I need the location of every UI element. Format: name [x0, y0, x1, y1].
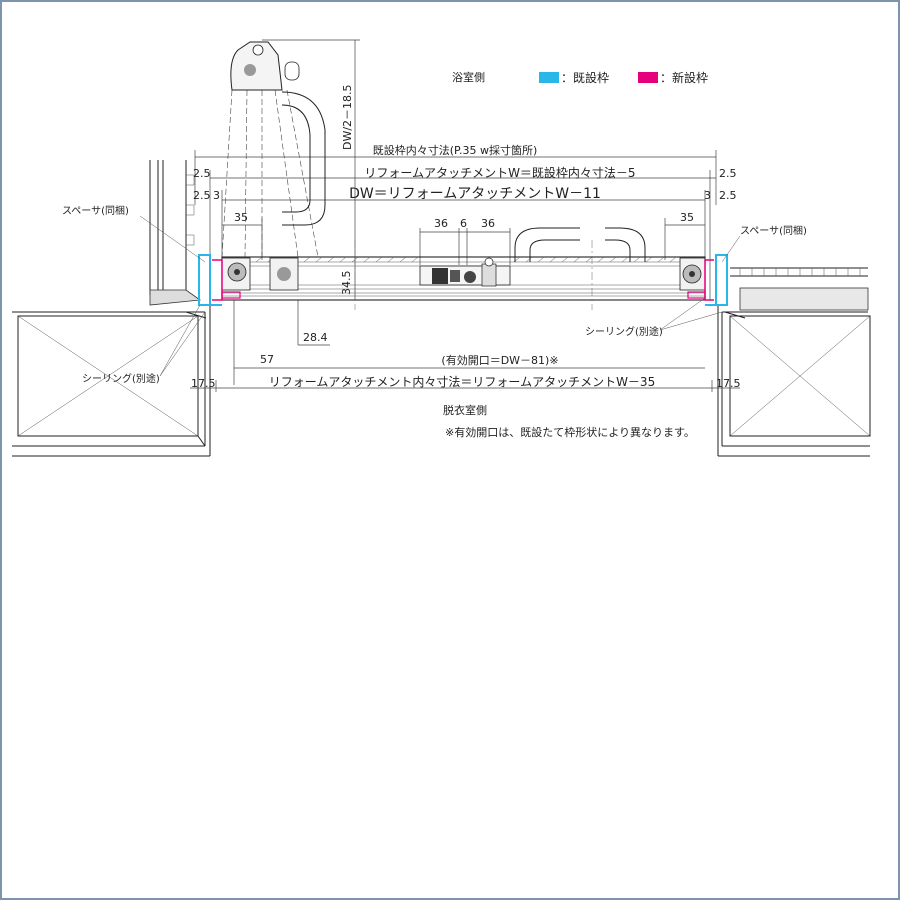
dim-existing-inner: 既設枠内々寸法(P.35 w採寸箇所) — [194, 143, 717, 205]
dim-34-5-text: 34.5 — [340, 271, 353, 296]
dim-35-right-text: 35 — [680, 211, 694, 224]
dim-2-5-right-top: 2.5 — [719, 167, 737, 180]
center-lock — [419, 257, 511, 287]
right-wall — [717, 267, 871, 457]
handle-right — [514, 227, 646, 262]
dim-effective-opening: 57 (有効開口＝DW－81)※ — [233, 300, 705, 385]
dim-36-6-36: 36 6 36 — [419, 217, 511, 265]
left-hinge — [221, 257, 299, 291]
dim-17-5-right: 17.5 — [716, 377, 741, 390]
spacer-right-label: スペーサ(同梱) — [740, 224, 807, 237]
left-new-frame — [212, 259, 241, 301]
spacer-left-label: スペーサ(同梱) — [62, 204, 129, 217]
dim-3-left: 3 — [213, 189, 220, 202]
sealing-left-label: シーリング(別途) — [82, 372, 160, 385]
dim-reform-w: リフォームアタッチメントW＝既設枠内々寸法－5 2.5 2.5 — [193, 165, 737, 300]
left-existing-frame — [198, 254, 222, 306]
left-wall — [12, 160, 205, 313]
dim-3-right: 3 — [704, 189, 711, 202]
dim-28-4-text: 28.4 — [303, 331, 328, 344]
new-frame-swatch — [638, 72, 658, 83]
dim-35-right: 35 — [664, 211, 705, 260]
dressing-side-label: 脱衣室側 — [443, 403, 487, 417]
dim-2-5-left-top: 2.5 — [193, 167, 211, 180]
sealing-right-label: シーリング(別途) — [585, 325, 663, 338]
dim-6: 6 — [460, 217, 467, 230]
screws — [185, 311, 746, 319]
dw-half-label: DW/2－18.5 — [341, 84, 354, 150]
left-lower-wall — [12, 305, 211, 457]
dim-28-4: 28.4 — [297, 300, 330, 346]
reform-w-label: リフォームアタッチメントW＝既設枠内々寸法－5 — [364, 165, 635, 180]
reform-inner-label: リフォームアタッチメント内々寸法＝リフォームアタッチメントW－35 — [269, 375, 655, 389]
bath-side-label: 浴室側 — [452, 70, 485, 84]
right-hinge — [679, 257, 706, 291]
dim-57-text: 57 — [260, 353, 274, 366]
footnote: ※有効開口は、既設たて枠形状により異なります。 — [445, 425, 695, 439]
existing-frame-swatch — [539, 72, 559, 83]
effective-opening-label: (有効開口＝DW－81)※ — [441, 353, 558, 367]
dim-17-5-left: 17.5 — [191, 377, 216, 390]
dw-label: DW＝リフォームアタッチメントW－11 — [349, 186, 601, 202]
dim-35-left-text: 35 — [234, 211, 248, 224]
dim-35-left: 35 — [222, 211, 263, 260]
right-existing-frame — [705, 254, 728, 306]
dim-2-5-right-mid: 2.5 — [719, 189, 737, 202]
dim-36-b: 36 — [481, 217, 495, 230]
dim-dw-half: DW/2－18.5 — [262, 39, 360, 257]
existing-frame-legend: ：既設枠 — [561, 70, 609, 85]
right-new-frame — [687, 259, 714, 301]
dim-reform-inner: 17.5 17.5 リフォームアタッチメント内々寸法＝リフォームアタッチメントW… — [190, 375, 741, 392]
dim-2-5-left-mid: 2.5 — [193, 189, 211, 202]
dim-dw: DW＝リフォームアタッチメントW－11 2.5 3 3 2.5 — [193, 186, 737, 300]
dim-36-a: 36 — [434, 217, 448, 230]
new-frame-legend: ：新設枠 — [660, 70, 708, 85]
existing-inner-label: 既設枠内々寸法(P.35 w採寸箇所) — [373, 143, 538, 157]
dim-34-5: 34.5 — [340, 257, 356, 300]
folded-panel-projection — [221, 41, 326, 258]
